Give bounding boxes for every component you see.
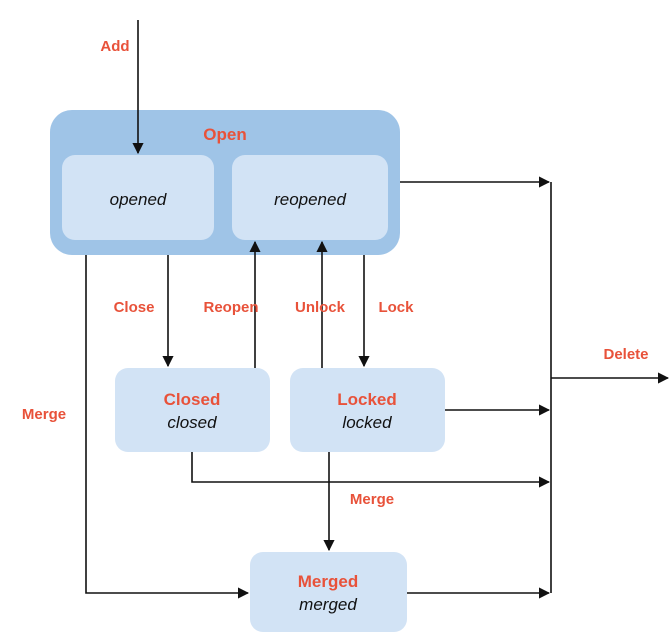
edge-label-merge-left: Merge	[22, 406, 66, 423]
state-closed-title: Closed	[164, 390, 221, 409]
state-opened-label: opened	[110, 190, 167, 209]
state-closed-box[interactable]	[115, 368, 270, 452]
group-open-title: Open	[203, 125, 246, 144]
state-locked-subtitle: locked	[342, 413, 392, 432]
state-closed-subtitle: closed	[167, 413, 217, 432]
state-closed[interactable]: Closed closed	[115, 368, 270, 452]
state-merged-title: Merged	[298, 572, 358, 591]
state-opened-box[interactable]	[62, 155, 214, 240]
state-locked-box[interactable]	[290, 368, 445, 452]
group-open: Open opened reopened	[50, 110, 400, 255]
edge-label-unlock: Unlock	[295, 299, 346, 316]
edge-label-reopen: Reopen	[203, 299, 258, 316]
edge-label-delete: Delete	[603, 346, 648, 363]
state-reopened-label: reopened	[274, 190, 346, 209]
edge-label-lock: Lock	[378, 299, 414, 316]
state-merged-subtitle: merged	[299, 595, 357, 614]
edge-label-close: Close	[114, 299, 155, 316]
edge-label-add: Add	[100, 38, 129, 55]
edge-label-merge-center: Merge	[350, 491, 394, 508]
state-merged-box[interactable]	[250, 552, 407, 632]
edge-merge-left	[85, 255, 250, 599]
edge-closed-to-rail	[191, 452, 551, 488]
state-locked-title: Locked	[337, 390, 397, 409]
state-reopened-box[interactable]	[232, 155, 388, 240]
state-locked[interactable]: Locked locked	[290, 368, 445, 452]
state-merged[interactable]: Merged merged	[250, 552, 407, 632]
